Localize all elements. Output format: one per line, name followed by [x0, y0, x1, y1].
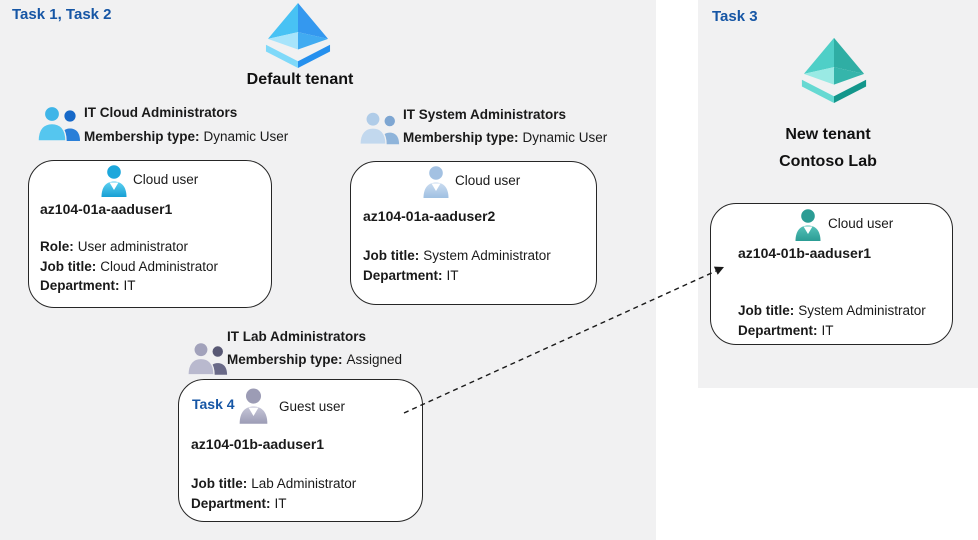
task-3-label: Task 3 — [712, 8, 758, 25]
department-label: Department: — [191, 495, 271, 511]
cloud-user-type-label: Cloud user — [828, 216, 894, 231]
group-icon — [359, 111, 400, 145]
department-value: IT — [446, 267, 459, 283]
user-details: Job title:System Administrator Departmen… — [738, 301, 926, 340]
group-icon — [187, 341, 228, 376]
user-name: az104-01b-aaduser1 — [191, 436, 325, 452]
group-icon — [37, 106, 81, 141]
cloud-user-type-label: Cloud user — [133, 172, 199, 187]
group-system-admins-membership: Membership type:Dynamic User — [403, 130, 607, 145]
group-lab-admins-membership: Membership type:Assigned — [227, 352, 402, 367]
user-details: Job title:System Administrator Departmen… — [363, 246, 551, 285]
department-value: IT — [274, 495, 287, 511]
task-1-2-label: Task 1, Task 2 — [12, 6, 112, 23]
cloud-user-icon — [794, 209, 822, 241]
department-label: Department: — [363, 267, 443, 283]
job-title-label: Job title: — [738, 303, 795, 318]
default-tenant-title: Default tenant — [246, 71, 354, 88]
membership-type-value: Dynamic User — [522, 130, 608, 145]
guest-user-type-label: Guest user — [279, 399, 346, 414]
department-value: IT — [123, 278, 136, 293]
user-details: Role:User administrator Job title:Cloud … — [40, 237, 218, 296]
guest-user-card: Task 4 Guest user az104-01b-aaduser1 Job… — [178, 379, 423, 522]
role-label: Role: — [40, 239, 74, 254]
cloud-user-icon — [422, 166, 450, 198]
job-title-value: Cloud Administrator — [100, 258, 219, 274]
job-title-value: Lab Administrator — [251, 476, 357, 491]
job-title-label: Job title: — [40, 258, 97, 274]
user-name: az104-01a-aaduser2 — [363, 208, 496, 224]
group-cloud-admins-name: IT Cloud Administrators — [84, 105, 238, 120]
group-lab-admins-name: IT Lab Administrators — [227, 329, 367, 344]
group-cloud-admins-membership: Membership type:Dynamic User — [84, 129, 288, 144]
cloud-user1-card: Cloud user az104-01a-aaduser1 Role:User … — [28, 160, 272, 308]
user-details: Job title:Lab Administrator Department:I… — [191, 474, 356, 513]
job-title-label: Job title: — [191, 476, 248, 491]
membership-type-value: Dynamic User — [203, 129, 289, 144]
new-tenant-title-line1: New tenant — [785, 126, 871, 143]
azure-ad-tenant-icon — [263, 2, 333, 68]
group-system-admins-name: IT System Administrators — [403, 107, 567, 122]
new-tenant-icon — [799, 36, 869, 104]
user-name: az104-01a-aaduser1 — [40, 201, 173, 217]
job-title-value: System Administrator — [423, 248, 551, 263]
membership-type-label: Membership type: — [84, 129, 200, 144]
role-value: User administrator — [77, 239, 189, 254]
cloud-user-type-label: Cloud user — [455, 173, 521, 188]
department-value: IT — [821, 322, 834, 338]
membership-type-label: Membership type: — [403, 130, 519, 145]
department-label: Department: — [40, 278, 120, 293]
cloud-user-icon — [100, 165, 128, 197]
department-label: Department: — [738, 322, 818, 338]
cloud-user2-card: Cloud user az104-01a-aaduser2 Job title:… — [350, 161, 597, 305]
user-name: az104-01b-aaduser1 — [738, 245, 872, 261]
guest-user-icon — [238, 388, 269, 424]
membership-type-label: Membership type: — [227, 352, 343, 367]
job-title-value: System Administrator — [798, 303, 926, 318]
task-4-label: Task 4 — [192, 396, 235, 412]
membership-type-value: Assigned — [346, 352, 403, 367]
new-tenant-cloud-user-card: Cloud user az104-01b-aaduser1 Job title:… — [710, 203, 953, 345]
job-title-label: Job title: — [363, 248, 420, 263]
new-tenant-title-line2: Contoso Lab — [779, 153, 877, 170]
